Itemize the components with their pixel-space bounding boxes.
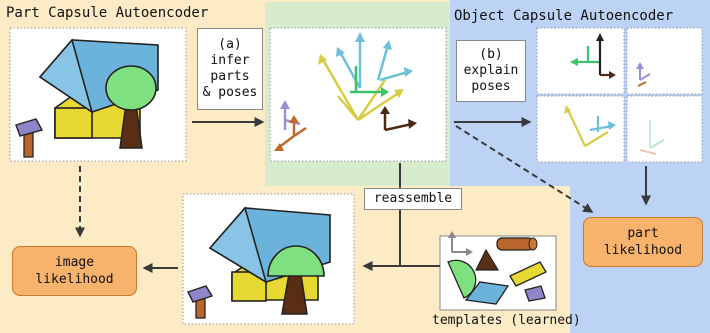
step-a-line1: infer — [210, 53, 250, 68]
dashed-arrow-part-likelihood — [455, 125, 594, 213]
templates-panel — [439, 231, 557, 311]
object-capsule-title: Object Capsule Autoencoder — [454, 8, 674, 24]
hammer-handle-icon — [23, 132, 34, 158]
part-likelihood-box: part likelihood — [583, 217, 703, 267]
reassemble-label: reassemble — [373, 191, 453, 206]
step-a-line3: & poses — [202, 85, 258, 100]
roof-front — [38, 38, 94, 114]
step-a-box: (a) infer parts & poses — [197, 28, 263, 110]
step-b-box: (b) explain poses — [456, 40, 526, 102]
house-front — [54, 107, 93, 139]
image-likelihood-line1: image — [54, 255, 95, 270]
step-b-line2: poses — [471, 79, 511, 94]
templates-caption: templates (learned) — [432, 313, 581, 328]
tree-canopy-icon — [105, 65, 157, 111]
part-poses-panel — [269, 27, 447, 162]
step-a-marker: (a) — [218, 37, 242, 52]
part-likelihood-line1: part — [627, 226, 659, 241]
image-likelihood-line2: likelihood — [35, 272, 114, 287]
object-poses-panels — [536, 27, 703, 163]
step-b-marker: (b) — [479, 47, 503, 62]
hammer-head-icon — [15, 118, 44, 137]
part-likelihood-line2: likelihood — [603, 243, 683, 258]
input-image-panel — [9, 27, 187, 162]
reconstruction-panel — [182, 193, 355, 325]
tree-canopy-icon — [267, 245, 325, 277]
part-capsule-title: Part Capsule Autoencoder — [6, 5, 209, 21]
reassemble-box: reassemble — [364, 188, 462, 210]
image-likelihood-box: image likelihood — [12, 246, 137, 296]
step-a-line2: parts — [210, 69, 250, 84]
step-b-line1: explain — [463, 63, 519, 78]
